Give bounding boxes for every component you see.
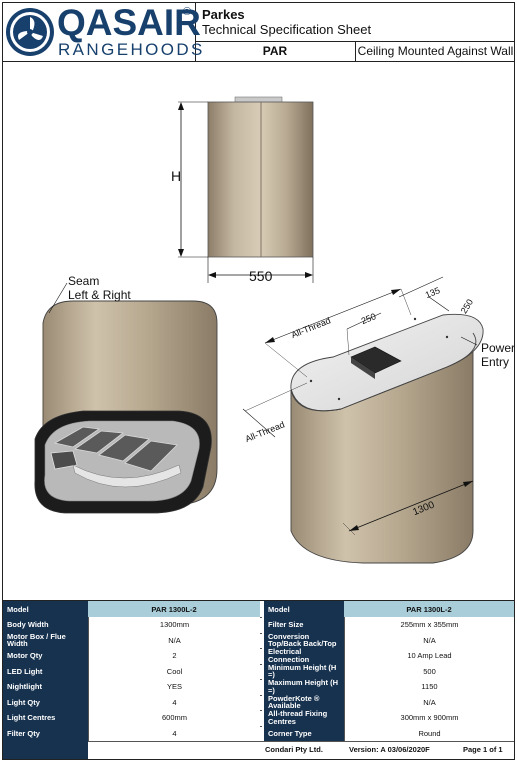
spec-value: N/A [344, 694, 514, 710]
spec-key: Motor Qty [3, 648, 88, 664]
spec-key: Electrical Connection [262, 648, 344, 664]
spec-value: Round [344, 725, 514, 741]
spec-table: Model PAR 1300L-2 Model PAR 1300L-2 Body… [3, 600, 514, 760]
sheet-title: Technical Specification Sheet [202, 22, 372, 37]
model-key-right: Model [262, 601, 344, 617]
spec-key: Light Qty [3, 694, 88, 710]
spec-value: 500 [344, 663, 514, 679]
spec-value: 4 [88, 725, 260, 741]
spec-value: YES [88, 679, 260, 695]
spec-key: Light Centres [3, 710, 88, 726]
power-entry-line1: Power [481, 341, 516, 355]
spec-key: All-thread Fixing Centres [262, 710, 344, 726]
spec-value: 600mm [88, 710, 260, 726]
spec-key: LED Light [3, 663, 88, 679]
depth-label: 550 [249, 268, 273, 284]
header-model-row: PAR Ceiling Mounted Against Wall [195, 41, 514, 62]
table-header-row: Model PAR 1300L-2 Model PAR 1300L-2 [3, 601, 514, 618]
brand-name: QASAIR [57, 2, 201, 43]
spec-key: Filter Size [262, 617, 344, 633]
model-value-left: PAR 1300L-2 [88, 601, 260, 617]
spec-value: 300mm x 900mm [344, 710, 514, 726]
spec-value: 255mm x 355mm [344, 617, 514, 633]
spec-key: Conversion Top/Back Back/Top [262, 632, 344, 648]
company-name: Condari Pty Ltd. [265, 745, 323, 754]
spec-value: 1150 [344, 679, 514, 695]
spec-key: Minimum Height (H =) [262, 663, 344, 679]
spec-key: Nightlight [3, 679, 88, 695]
spec-value: N/A [344, 632, 514, 648]
seam-label-line1: Seam [68, 274, 100, 288]
footer-left-key [3, 741, 88, 759]
fan-logo-icon [6, 8, 54, 56]
technical-drawing: H 550 Seam Left & Right All-Thread All-T… [3, 61, 516, 601]
spec-key: Corner Type [262, 725, 344, 741]
spec-key: PowderKote ® Available [262, 694, 344, 710]
page-number: Page 1 of 1 [463, 745, 503, 754]
spec-key: Maximum Height (H =) [262, 679, 344, 695]
version-info: Version: A 03/06/2020F [349, 745, 430, 754]
brand-logo: QASAIR ® RANGEHOODS [3, 3, 202, 61]
spec-key: Filter Qty [3, 725, 88, 741]
registered-mark: ® [183, 6, 192, 18]
spec-value: N/A [88, 632, 260, 648]
brand-subtitle: RANGEHOODS [58, 40, 205, 59]
spec-value: Cool [88, 663, 260, 679]
power-entry-line2: Entry [481, 355, 510, 369]
model-code: PAR [195, 42, 356, 61]
spec-key: Body Width [3, 617, 88, 633]
rangehood-illustration [34, 96, 484, 564]
spec-value: 4 [88, 694, 260, 710]
height-label: H [171, 168, 182, 184]
spec-value: 2 [88, 648, 260, 664]
spec-key: Motor Box / Flue Width [3, 632, 88, 648]
spec-value: 10 Amp Lead [344, 648, 514, 664]
seam-label-line2: Left & Right [68, 288, 131, 302]
header: QASAIR ® RANGEHOODS Parkes Technical Spe… [3, 3, 514, 62]
spec-value: 1300mm [88, 617, 260, 633]
sheet-footer: Condari Pty Ltd. Version: A 03/06/2020F … [3, 741, 514, 759]
model-value-right: PAR 1300L-2 [344, 601, 514, 617]
mounting-type: Ceiling Mounted Against Wall [357, 44, 514, 58]
product-name: Parkes [202, 7, 245, 22]
model-key-left: Model [3, 601, 88, 617]
